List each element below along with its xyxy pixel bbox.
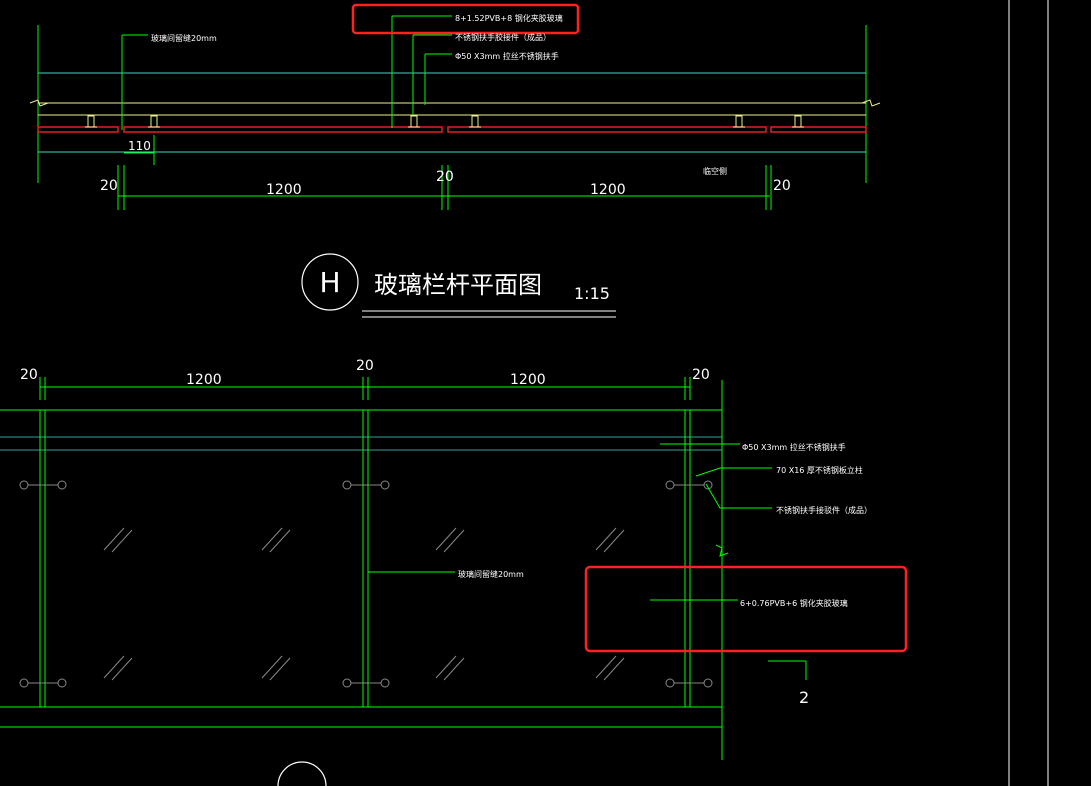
elevation-view: 20 1200 20 1200 20 bbox=[0, 358, 908, 786]
drawing-title: 玻璃栏杆平面图 bbox=[374, 271, 542, 299]
annotation-glass-top: 8+1.52PVB+8 钢化夹胶玻璃 bbox=[455, 13, 563, 23]
title-symbol: H bbox=[319, 266, 340, 299]
dim-offset: 110 bbox=[128, 139, 151, 153]
elev-leaders bbox=[368, 443, 772, 601]
break-mark bbox=[29, 99, 49, 107]
glass-panel-plan bbox=[123, 126, 443, 133]
annotation-handrail: Φ50 X3mm 拉丝不锈钢扶手 bbox=[455, 51, 559, 61]
plan-view: 8+1.52PVB+8 钢化夹胶玻璃 不锈钢扶手胶接件（成品） Φ50 X3mm… bbox=[29, 3, 881, 210]
dim-span-2: 1200 bbox=[590, 182, 626, 198]
plan-dimension-lines bbox=[117, 135, 772, 210]
elev-annotation-glass: 6+0.76PVB+6 钢化夹胶玻璃 bbox=[740, 598, 848, 608]
highlight-box-plan bbox=[351, 3, 580, 35]
glass-hatch-marks bbox=[103, 527, 625, 681]
elev-dim-span-1: 1200 bbox=[186, 372, 222, 388]
elev-annotation-handrail: Φ50 X3mm 拉丝不锈钢扶手 bbox=[742, 442, 846, 452]
next-title-symbol-circle bbox=[277, 761, 327, 786]
elev-dim-mid-gap: 20 bbox=[356, 358, 374, 374]
dim-left-gap: 20 bbox=[100, 178, 118, 194]
dim-mid-gap: 20 bbox=[436, 169, 454, 185]
section-mark: 2 bbox=[799, 688, 809, 707]
elev-annotation-gap: 玻璃间留缝20mm bbox=[458, 569, 524, 579]
title-symbol-circle bbox=[301, 253, 359, 311]
title-block: H 玻璃栏杆平面图 1:15 bbox=[301, 253, 616, 318]
drawing-frame bbox=[1008, 0, 1049, 786]
plan-leaders bbox=[121, 15, 452, 130]
elev-fittings bbox=[19, 480, 713, 688]
elev-annotation-post: 70 X16 厚不锈钢板立柱 bbox=[776, 465, 863, 475]
elev-dim-span-2: 1200 bbox=[510, 372, 546, 388]
annotation-side: 临空侧 bbox=[703, 166, 727, 176]
glass-panel-plan bbox=[447, 126, 767, 133]
annotation-fitting: 不锈钢扶手胶接件（成品） bbox=[455, 32, 551, 42]
highlight-box-elev bbox=[584, 565, 908, 653]
dim-span-1: 1200 bbox=[266, 182, 302, 198]
elev-dimension-lines bbox=[39, 377, 691, 400]
glass-panel-plan bbox=[37, 126, 119, 133]
glass-panel-plan bbox=[770, 126, 867, 133]
fitting-marks bbox=[85, 115, 804, 128]
break-mark bbox=[861, 99, 881, 107]
elev-annotation-fitting: 不锈钢扶手接驳件（成品） bbox=[776, 505, 872, 515]
glass-panel-elev bbox=[44, 409, 364, 708]
elev-dim-left-gap: 20 bbox=[20, 367, 38, 383]
annotation-gap: 玻璃间留缝20mm bbox=[151, 33, 217, 43]
dim-right-gap: 20 bbox=[773, 178, 791, 194]
drawing-scale: 1:15 bbox=[574, 284, 610, 303]
elev-dim-right-gap: 20 bbox=[692, 367, 710, 383]
glass-panel-elev bbox=[367, 409, 686, 708]
